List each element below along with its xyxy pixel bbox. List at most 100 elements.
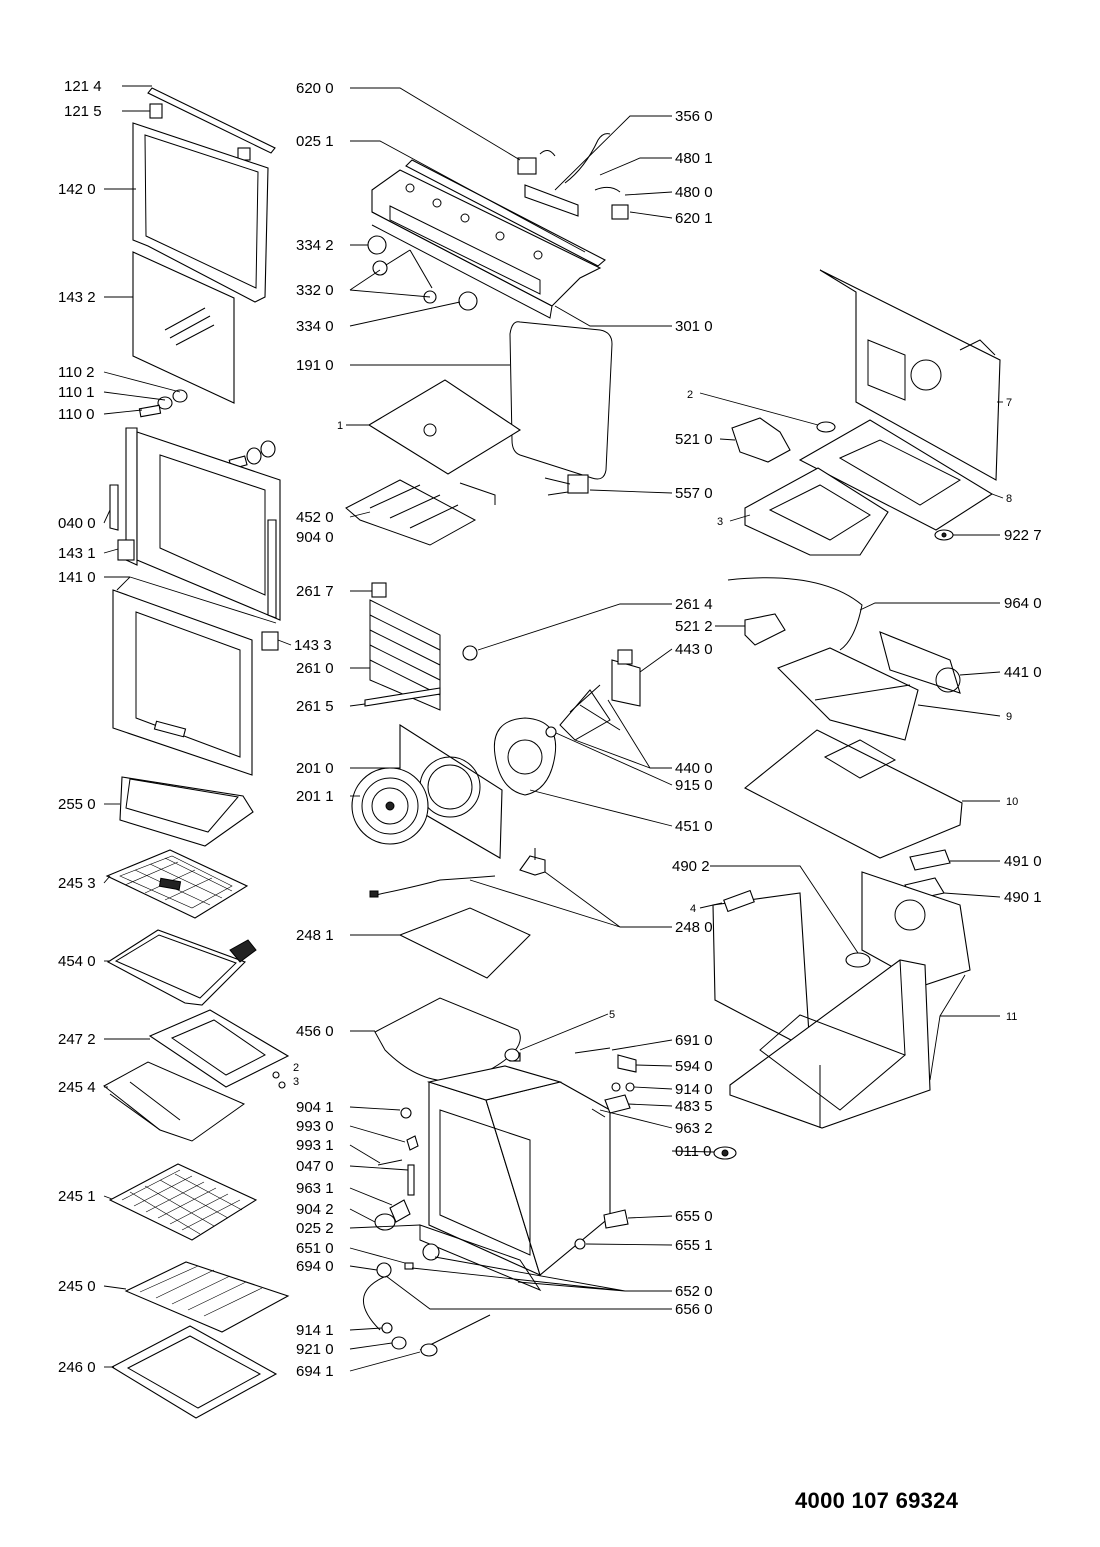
label-121-5: 121 5	[64, 103, 102, 120]
label-655-0: 655 0	[675, 1208, 713, 1225]
label-480-0: 480 0	[675, 184, 713, 201]
thermostat	[544, 474, 589, 496]
door-frame	[109, 427, 281, 651]
label-334-0: 334 0	[296, 318, 334, 335]
label-8: 8	[1006, 493, 1012, 505]
deflector-9	[777, 647, 919, 741]
label-914-1: 914 1	[296, 1322, 334, 1339]
label-261-4: 261 4	[675, 596, 713, 613]
label-011-0: 011 0	[675, 1143, 711, 1160]
label-921-0: 921 0	[296, 1341, 334, 1358]
label-261-0: 261 0	[296, 660, 334, 677]
thermal-fuse	[462, 645, 478, 661]
washer-922	[934, 529, 954, 541]
label-620-1: 620 1	[675, 210, 713, 227]
door-clip	[149, 103, 163, 119]
control-knobs	[367, 235, 478, 311]
wire-rack-245-1	[108, 1163, 258, 1241]
label-245-3: 245 3	[58, 875, 96, 892]
label-247-2: 247 2	[58, 1031, 96, 1048]
label-491-0: 491 0	[1004, 853, 1042, 870]
door-top-trim	[147, 87, 276, 161]
tray-246	[110, 1325, 278, 1419]
label-915-0: 915 0	[675, 777, 713, 794]
ring-heater	[493, 717, 557, 796]
label-694-1: 694 1	[296, 1363, 334, 1380]
document-number: 4000 107 69324	[795, 1488, 959, 1513]
label-2-small: 2	[293, 1062, 299, 1074]
label-025-2: 025 2	[296, 1220, 334, 1237]
shelf-guides	[364, 582, 441, 711]
label-246-0: 246 0	[58, 1359, 96, 1376]
label-521-0: 521 0	[675, 431, 713, 448]
timer-module	[517, 133, 629, 220]
label-440-0: 440 0	[675, 760, 713, 777]
lamp-terminal-parts	[504, 1047, 737, 1250]
fan-cover	[351, 723, 503, 859]
label-441-0: 441 0	[1004, 664, 1042, 681]
back-panel	[819, 269, 1001, 481]
inner-door-glass	[132, 251, 235, 404]
label-334-2: 334 2	[296, 237, 334, 254]
label-651-0: 651 0	[296, 1240, 334, 1257]
label-261-5: 261 5	[296, 698, 334, 715]
part-labels: 121 4 121 5 142 0 143 2 110 2 110 1 110 …	[58, 78, 1042, 1380]
label-121-4: 121 4	[64, 78, 102, 95]
label-142-0: 142 0	[58, 181, 96, 198]
label-025-1: 025 1	[296, 133, 334, 150]
label-248-1: 248 1	[296, 927, 334, 944]
label-332-0: 332 0	[296, 282, 334, 299]
grill-tray-245-3	[105, 849, 249, 919]
tray-255	[119, 776, 254, 847]
label-1: 1	[337, 420, 343, 432]
label-655-1: 655 1	[675, 1237, 713, 1254]
label-7: 7	[1006, 397, 1012, 409]
vent-pipe	[727, 577, 863, 651]
label-914-0: 914 0	[675, 1081, 713, 1098]
bottom-plate-3	[744, 467, 889, 556]
label-691-0: 691 0	[675, 1032, 713, 1049]
label-963-2: 963 2	[675, 1120, 713, 1137]
label-922-7: 922 7	[1004, 527, 1042, 544]
label-201-1: 201 1	[296, 788, 334, 805]
label-3-small: 3	[293, 1076, 299, 1088]
label-454-0: 454 0	[58, 953, 96, 970]
label-9: 9	[1006, 711, 1012, 723]
label-557-0: 557 0	[675, 485, 713, 502]
label-110-2: 110 2	[58, 364, 94, 381]
label-201-0: 201 0	[296, 760, 334, 777]
junction-box	[744, 613, 786, 646]
basket-245-4	[103, 1061, 246, 1142]
label-963-1: 963 1	[296, 1180, 334, 1197]
label-652-0: 652 0	[675, 1283, 713, 1300]
label-904-1: 904 1	[296, 1099, 334, 1116]
label-245-0: 245 0	[58, 1278, 96, 1295]
wire-rack-245-0	[124, 1261, 290, 1333]
door-gasket	[509, 321, 613, 480]
label-245-1: 245 1	[58, 1188, 96, 1205]
wiring	[369, 848, 546, 979]
label-047-0: 047 0	[296, 1158, 334, 1175]
label-10: 10	[1006, 796, 1018, 808]
label-480-1: 480 1	[675, 150, 713, 167]
label-2: 2	[687, 389, 693, 401]
label-4: 4	[690, 903, 696, 915]
label-904-0: 904 0	[296, 529, 334, 546]
label-490-2: 490 2	[672, 858, 710, 875]
label-993-0: 993 0	[296, 1118, 334, 1135]
label-694-0: 694 0	[296, 1258, 334, 1275]
panel-10	[743, 729, 963, 859]
label-490-1: 490 1	[1004, 889, 1042, 906]
label-040-0: 040 0	[58, 515, 96, 532]
tray-454	[106, 929, 257, 1006]
label-3: 3	[717, 516, 723, 528]
outer-housing	[712, 871, 971, 1129]
label-594-0: 594 0	[675, 1058, 713, 1075]
label-452-0: 452 0	[296, 509, 334, 526]
label-110-0: 110 0	[58, 406, 94, 423]
label-5: 5	[609, 1009, 615, 1021]
label-301-0: 301 0	[675, 318, 713, 335]
label-261-7: 261 7	[296, 583, 334, 600]
label-248-0: 248 0	[675, 919, 713, 936]
